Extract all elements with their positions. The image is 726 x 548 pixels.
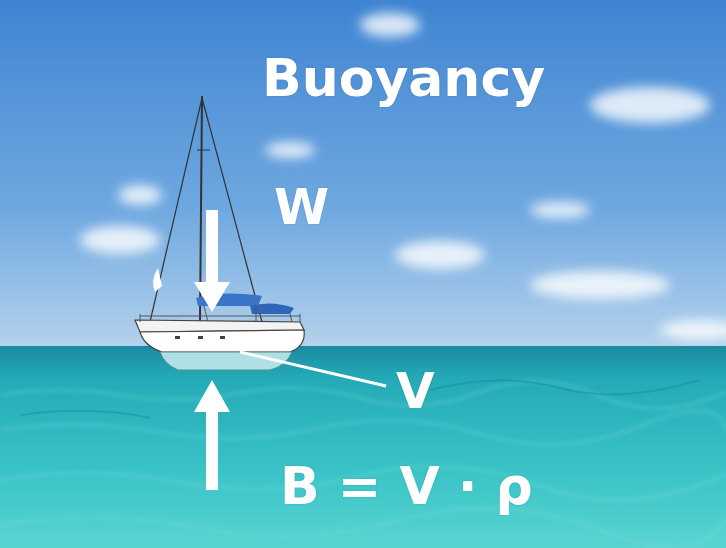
sailboat: [135, 96, 304, 370]
buoyancy-arrow: [194, 380, 230, 490]
leader-line: [240, 352, 386, 386]
volume-label: V: [396, 366, 435, 416]
title: Buoyancy: [262, 52, 545, 104]
weight-arrow: [194, 210, 230, 312]
formula-label: B = V · ρ: [280, 460, 533, 512]
force-label: W: [274, 182, 329, 232]
